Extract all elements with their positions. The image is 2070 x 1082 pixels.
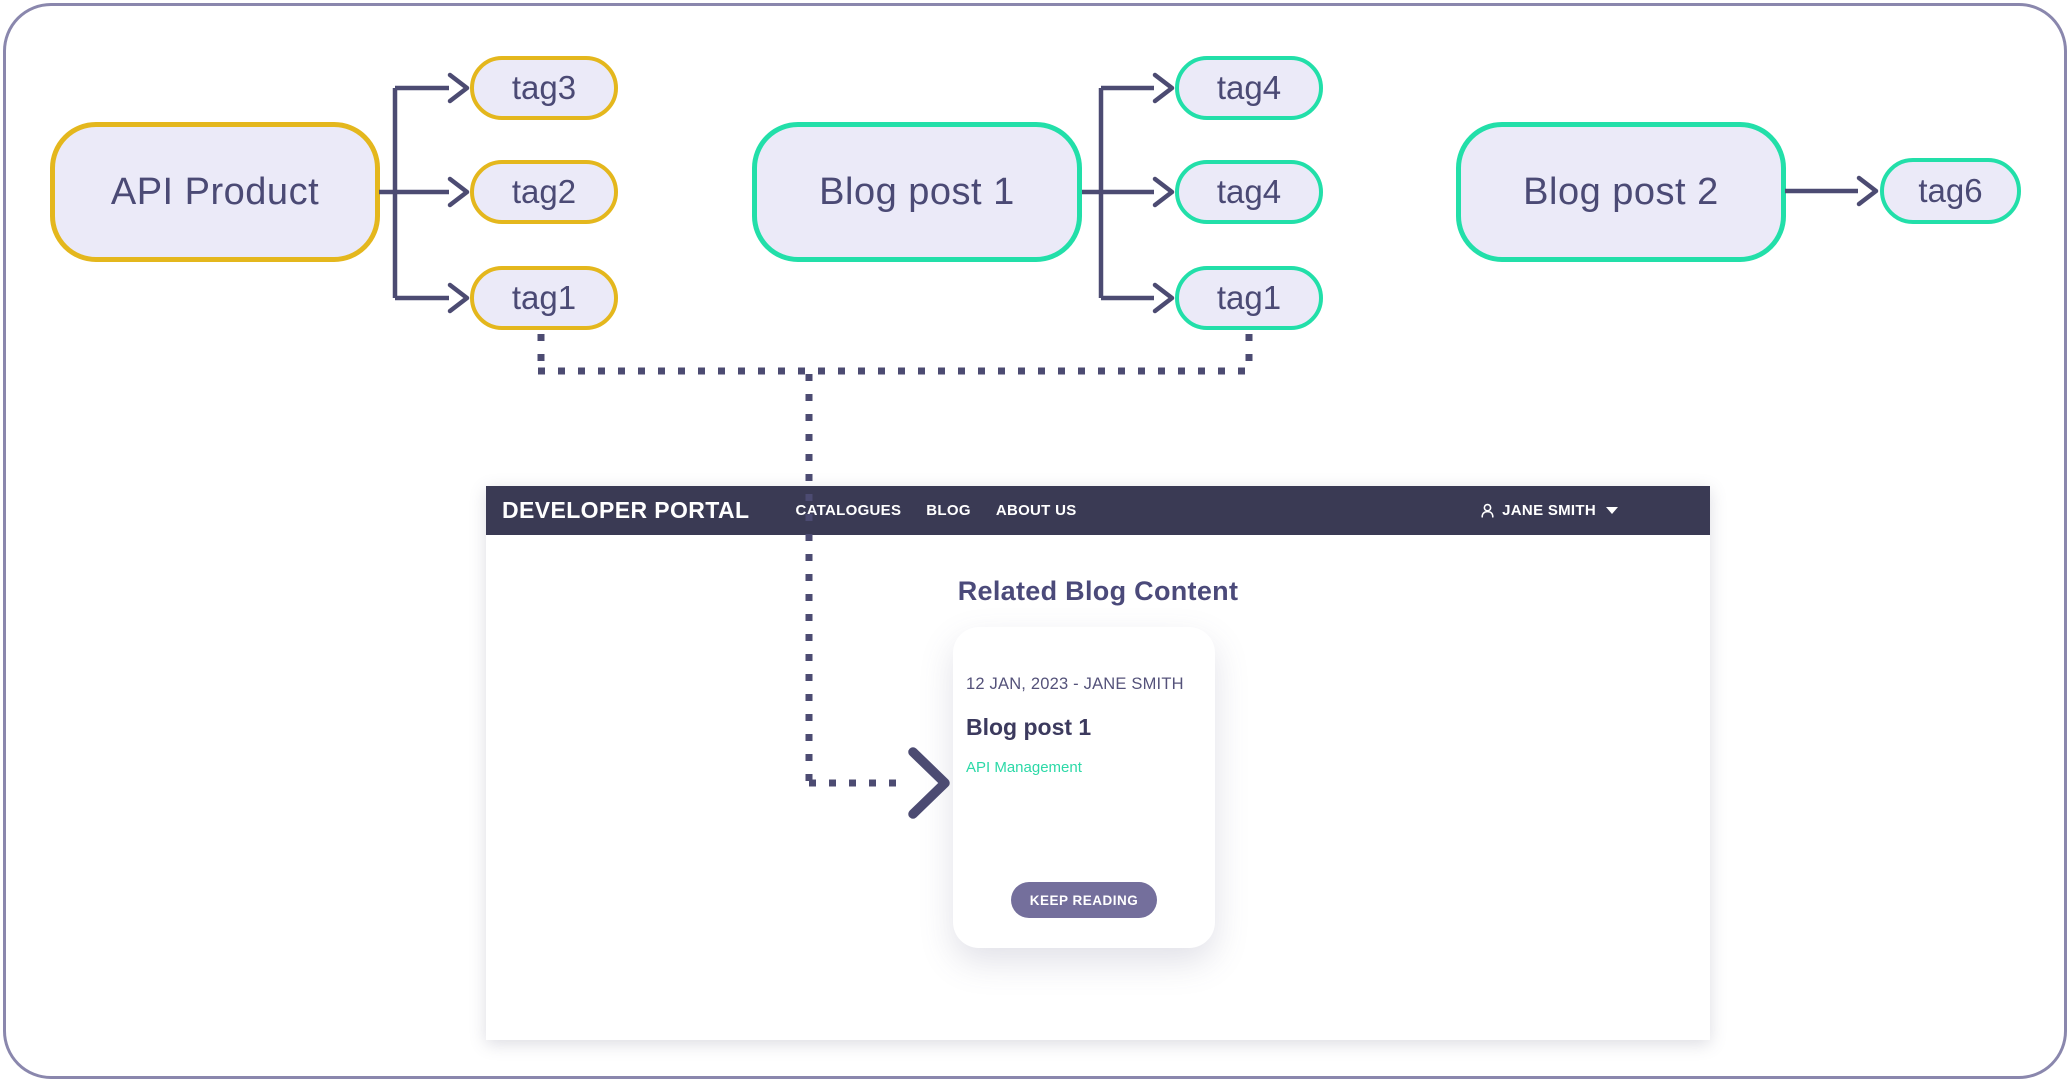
tag-label: tag3	[511, 69, 577, 106]
user-menu[interactable]: JANE SMITH	[1479, 486, 1618, 535]
keep-reading-button[interactable]: KEEP READING	[1011, 882, 1157, 918]
chevron-down-icon	[1606, 507, 1618, 514]
node-label: Blog post 2	[1523, 170, 1719, 213]
card-meta: 12 JAN, 2023 - JANE SMITH	[966, 675, 1184, 693]
nav-item-blog[interactable]: BLOG	[926, 502, 971, 519]
tag-pill-tag6: tag6	[1880, 158, 2021, 224]
nav-item-catalogues[interactable]: CATALOGUES	[795, 502, 902, 519]
tag-label: tag4	[1216, 173, 1282, 210]
card-tag-link[interactable]: API Management	[966, 759, 1082, 776]
tag-label: tag1	[511, 279, 577, 316]
tag-pill-tag4-mid: tag4	[1175, 160, 1323, 224]
portal-navbar: DEVELOPER PORTAL CATALOGUES BLOG ABOUT U…	[486, 486, 1710, 535]
nav-item-about-us[interactable]: ABOUT US	[995, 502, 1077, 519]
tag-label: tag4	[1216, 69, 1282, 106]
blog-card: 12 JAN, 2023 - JANE SMITH Blog post 1 AP…	[953, 627, 1215, 948]
tag-pill-tag3: tag3	[470, 56, 618, 120]
section-title: Related Blog Content	[957, 576, 1239, 606]
tag-label: tag2	[511, 173, 577, 210]
tag-pill-tag1-teal: tag1	[1175, 266, 1323, 330]
node-blog-post-2: Blog post 2	[1456, 122, 1786, 262]
node-label: API Product	[110, 170, 320, 213]
tag-pill-tag4-top: tag4	[1175, 56, 1323, 120]
node-label: Blog post 1	[819, 170, 1015, 213]
card-title: Blog post 1	[966, 714, 1092, 740]
tag-pill-tag1-gold: tag1	[470, 266, 618, 330]
tag-label: tag6	[1918, 172, 1983, 209]
tag-label: tag1	[1216, 279, 1282, 316]
tag-pill-tag2: tag2	[470, 160, 618, 224]
portal-brand: DEVELOPER PORTAL	[502, 497, 750, 523]
portal-nav: CATALOGUES BLOG ABOUT US	[796, 502, 1077, 519]
user-icon	[1481, 503, 1494, 518]
node-api-product: API Product	[50, 122, 380, 262]
user-name: JANE SMITH	[1502, 502, 1596, 519]
node-blog-post-1: Blog post 1	[752, 122, 1082, 262]
